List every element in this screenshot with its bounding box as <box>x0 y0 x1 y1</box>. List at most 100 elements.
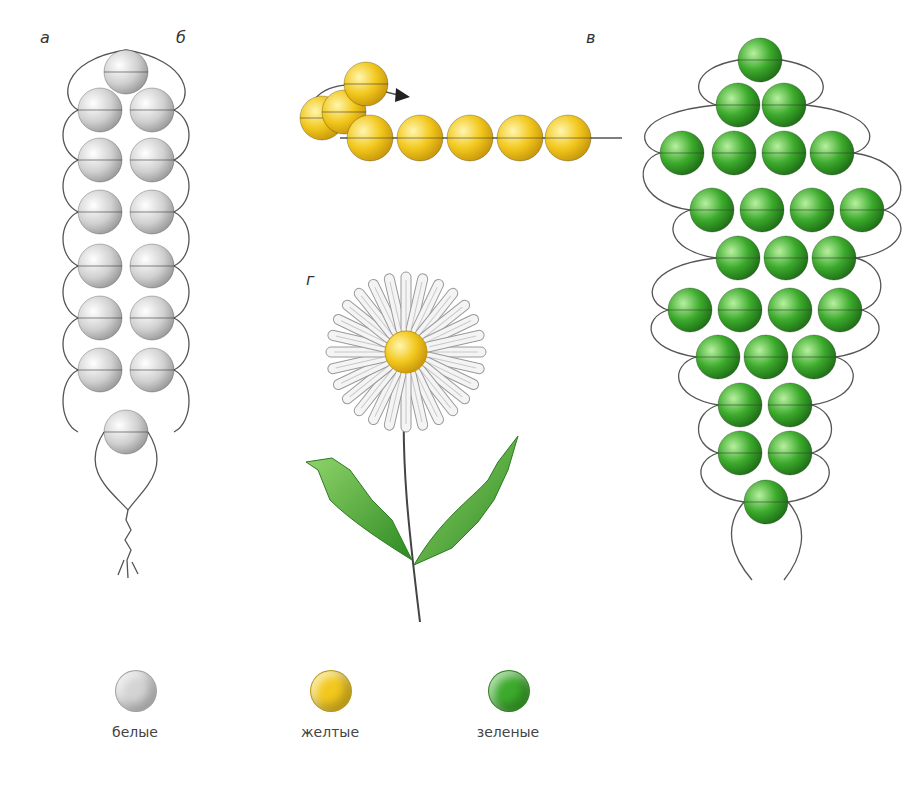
wire-through-bead <box>78 211 122 212</box>
wire-through-bead <box>690 209 734 210</box>
bead <box>744 480 788 524</box>
bead <box>718 431 762 475</box>
wire <box>63 370 78 432</box>
bead <box>712 131 756 175</box>
wire <box>174 370 189 432</box>
wire-through-bead <box>712 152 756 153</box>
wire-through-bead <box>130 265 174 266</box>
wire-through-bead <box>744 356 788 357</box>
bead <box>497 115 543 161</box>
legend-bead <box>310 670 352 712</box>
wire-through-bead <box>718 452 762 453</box>
bead <box>104 50 148 94</box>
wire-through-bead <box>762 152 806 153</box>
panel-letter: а <box>40 28 50 47</box>
wire <box>174 318 189 370</box>
wire-through-bead <box>738 59 782 60</box>
bead <box>447 115 493 161</box>
wire-through-bead <box>668 309 712 310</box>
bead <box>344 62 388 106</box>
bead <box>397 115 443 161</box>
bead <box>768 431 812 475</box>
bead <box>130 138 174 182</box>
wire-through-bead <box>447 137 493 138</box>
legend-label: желтые <box>301 724 359 740</box>
wire <box>699 405 719 453</box>
bead <box>716 236 760 280</box>
legend-bead <box>488 670 530 712</box>
wire-through-bead <box>130 211 174 212</box>
wire-through-bead <box>78 159 122 160</box>
wire-through-bead <box>696 356 740 357</box>
bead <box>718 383 762 427</box>
bead <box>744 335 788 379</box>
bead <box>718 288 762 332</box>
bead <box>78 296 122 340</box>
wire <box>63 160 78 212</box>
bead <box>78 190 122 234</box>
panel-letter: г <box>306 270 314 289</box>
flower-center <box>385 331 427 373</box>
wire-through-bead <box>790 209 834 210</box>
wire-through-bead <box>344 83 388 84</box>
bead <box>768 383 812 427</box>
wire-through-bead <box>716 104 760 105</box>
bead <box>716 83 760 127</box>
wire-through-bead <box>130 317 174 318</box>
wire <box>118 560 138 575</box>
wire-through-bead <box>768 452 812 453</box>
bead <box>740 188 784 232</box>
bead <box>78 348 122 392</box>
legend-label: белые <box>112 724 158 740</box>
bead <box>668 288 712 332</box>
arrow-head <box>395 88 410 102</box>
wire-through-bead <box>810 152 854 153</box>
bead <box>347 115 393 161</box>
wire-through-bead <box>545 137 591 138</box>
wire-through-bead <box>792 356 836 357</box>
bead <box>696 335 740 379</box>
wire-through-bead <box>104 431 148 432</box>
bead <box>78 88 122 132</box>
wire-through-bead <box>718 309 762 310</box>
wire-through-bead <box>744 501 788 502</box>
leaf <box>306 458 412 560</box>
legend-bead <box>115 670 157 712</box>
wire-through-bead <box>104 71 148 72</box>
wire <box>63 110 78 160</box>
wire-through-bead <box>762 104 806 105</box>
wire <box>63 266 78 318</box>
wire-through-bead <box>322 111 366 112</box>
wire-through-bead <box>78 369 122 370</box>
wire-through-bead <box>768 309 812 310</box>
wire-through-bead <box>78 109 122 110</box>
bead <box>78 244 122 288</box>
bead <box>738 38 782 82</box>
bead <box>768 288 812 332</box>
bead <box>790 188 834 232</box>
wire-through-bead <box>818 309 862 310</box>
bead <box>660 131 704 175</box>
bead <box>764 236 808 280</box>
wire <box>174 266 189 318</box>
bead <box>690 188 734 232</box>
bead <box>130 244 174 288</box>
wire <box>63 212 78 266</box>
wire-through-bead <box>130 159 174 160</box>
wire-through-bead <box>812 257 856 258</box>
bead <box>810 131 854 175</box>
wire-through-bead <box>660 152 704 153</box>
wire <box>63 318 78 370</box>
wire <box>174 160 189 212</box>
wire-through-bead <box>78 265 122 266</box>
bead <box>78 138 122 182</box>
legend-label: зеленые <box>477 724 539 740</box>
bead <box>130 190 174 234</box>
bead <box>130 296 174 340</box>
wire-through-bead <box>130 369 174 370</box>
panel-letter: в <box>586 28 595 47</box>
bead <box>545 115 591 161</box>
wire <box>340 137 622 138</box>
bead <box>818 288 862 332</box>
